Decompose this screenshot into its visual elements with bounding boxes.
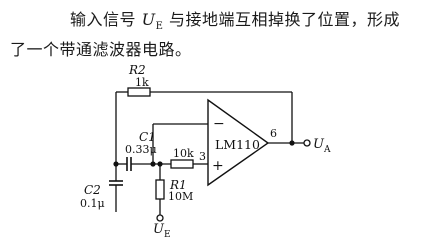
opamp-label: LM110 [215,137,260,152]
input-pin-number: 3 [199,150,206,163]
c1-name: C1 [139,130,156,144]
caption-line-1-suffix: 与接地端互相掉换了位置，形成 [169,10,401,29]
caption-line-1: 输入信号 UE 与接地端互相掉换了位置，形成 [70,6,401,32]
caption-line-1-prefix: 输入信号 [70,10,137,29]
output-symbol: UA [313,137,331,155]
output-symbol-sub: A [323,145,331,155]
r2-name: R2 [128,63,146,77]
caption-line-2: 了一个带通滤波器电路。 [10,40,192,59]
junction-dot-c1 [150,161,156,167]
caption-input-symbol-sub: E [155,21,164,32]
output-terminal [303,139,311,147]
caption: 输入信号 UE 与接地端互相掉换了位置，形成 了一个带通滤波器电路。 [0,0,435,60]
opamp-minus-sign: − [213,116,225,132]
circuit-wires [115,91,304,215]
caption-input-symbol: UE [141,10,164,32]
r2-resistor [127,87,151,97]
opamp-plus-sign: + [212,158,224,174]
junction-dot-output [289,140,295,146]
c1-capacitor [126,157,132,171]
c1-value: 0.33μ [125,143,157,156]
opamp-triangle [207,98,270,187]
junction-dot-left [113,161,119,167]
input-symbol-letter: U [153,222,165,237]
output-symbol-letter: U [313,137,325,152]
output-pin-number: 6 [270,127,277,140]
c2-name: C2 [84,183,101,197]
input-symbol-sub: E [164,230,171,240]
c2-capacitor [109,180,123,186]
series-resistor [170,159,194,169]
input-symbol: UE [153,222,171,240]
r2-value: 1k [135,76,149,89]
series-resistor-value: 10k [173,147,194,160]
c2-value: 0.1μ [80,197,105,210]
caption-input-symbol-letter: U [141,10,156,29]
r1-resistor [155,179,165,200]
r1-name: R1 [169,178,187,192]
junction-dot-r1 [157,161,163,167]
r1-value: 10M [168,190,193,203]
input-terminal [156,214,164,222]
